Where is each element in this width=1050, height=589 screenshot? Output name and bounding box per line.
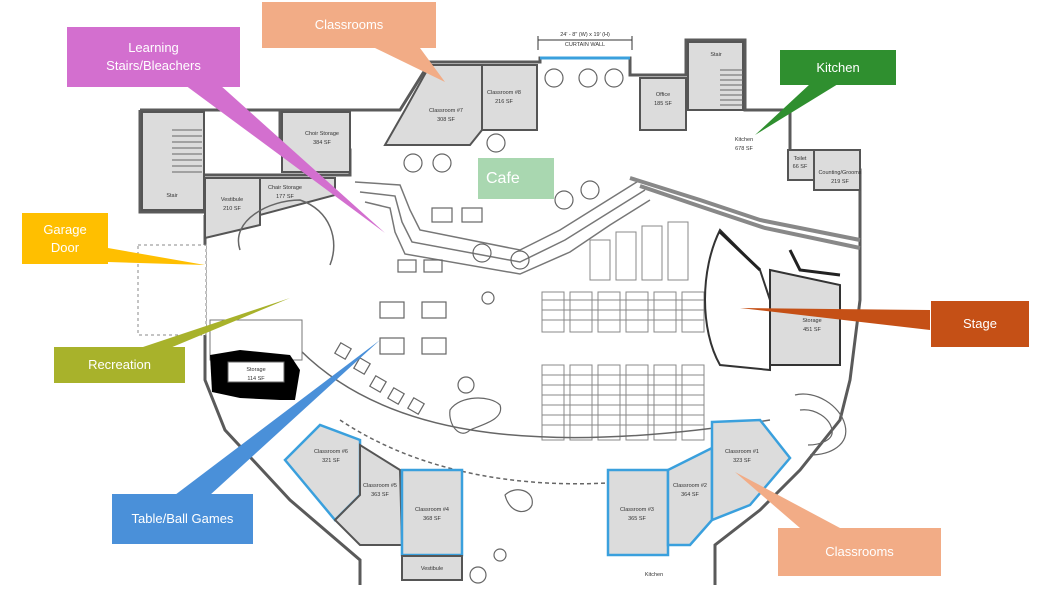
classroom-3-room <box>606 468 670 557</box>
game-tables <box>333 341 533 513</box>
chair-storage-name: Chair Storage <box>268 185 302 191</box>
seating-rows <box>541 221 705 441</box>
stage-area <box>704 228 841 372</box>
classrooms-top-label: Classrooms <box>262 2 436 48</box>
stage-label: Stage <box>931 301 1029 347</box>
classroom-4-area: 368 SF <box>423 516 441 522</box>
pointer-table-games <box>175 340 380 495</box>
storage-stage-name: Storage <box>802 318 821 324</box>
stair-top-treads <box>720 69 743 106</box>
vestibule-left-area: 210 SF <box>223 206 241 212</box>
pointer-learning-stairs <box>185 85 385 233</box>
classroom-7-room <box>383 64 483 146</box>
curtain-wall <box>537 36 633 60</box>
kitchen-name: Kitchen <box>735 137 753 143</box>
toilet-area: 66 SF <box>793 164 808 170</box>
classrooms-bottom-label: Classrooms <box>778 528 941 576</box>
table-ball-games-label: Table/Ball Games <box>112 494 253 544</box>
kitchen-area: 678 SF <box>735 146 753 152</box>
stair-left-treads <box>172 129 202 173</box>
pointer-classrooms-bottom <box>735 472 840 528</box>
vestibule-left-name: Vestibule <box>221 197 243 203</box>
classroom-5-room <box>333 443 404 546</box>
classroom-7-area: 308 SF <box>437 117 455 123</box>
stair-top-room <box>687 41 744 111</box>
toilet-name: Toilet <box>794 156 807 162</box>
counting-name: Counting/Grooms <box>818 170 861 176</box>
classroom-8-room <box>481 64 538 131</box>
classroom-1-room <box>710 418 792 522</box>
bottom-classrooms <box>283 418 792 581</box>
curtain-wall-label: CURTAIN WALL <box>565 42 605 48</box>
storage-stage-room <box>769 268 841 366</box>
cafe-tables <box>379 68 624 584</box>
classroom-5-name: Classroom #5 <box>363 483 397 489</box>
pointer-recreation <box>140 298 290 348</box>
pointer-kitchen <box>755 84 838 135</box>
classroom-8-name: Classroom #8 <box>487 90 521 96</box>
classroom-4-name: Classroom #4 <box>415 507 449 513</box>
classroom-2-area: 364 SF <box>681 492 699 498</box>
classroom-5-area: 363 SF <box>371 492 389 498</box>
classroom-1-area: 323 SF <box>733 458 751 464</box>
classroom-3-name: Classroom #3 <box>620 507 654 513</box>
pointer-classrooms-top <box>375 48 445 82</box>
classroom-7-name: Classroom #7 <box>429 108 463 114</box>
pointer-garage <box>108 248 205 265</box>
vestibule-left-room <box>204 177 261 240</box>
plan-labels: 24' - 8" (W) x 19' (H) CURTAIN WALL Clas… <box>166 32 861 578</box>
counting-area: 219 SF <box>831 179 849 185</box>
curtain-wall-dim: 24' - 8" (W) x 19' (H) <box>560 32 610 38</box>
learning-stairs <box>354 179 651 275</box>
cafe-label: Cafe <box>478 158 554 199</box>
spiral-stair <box>794 393 847 456</box>
callout-pointers <box>108 48 930 528</box>
toilet-room <box>787 149 815 181</box>
office-area: 185 SF <box>654 101 672 107</box>
classroom-1-name: Classroom #1 <box>725 449 759 455</box>
learning-stairs-label: Learning Stairs/Bleachers <box>67 27 240 87</box>
storage-stage-area: 451 SF <box>803 327 821 333</box>
kitchen-bottom-label: Kitchen <box>645 572 663 578</box>
classroom-6-name: Classroom #6 <box>314 449 348 455</box>
classroom-2-name: Classroom #2 <box>673 483 707 489</box>
classroom-3-area: 365 SF <box>628 516 646 522</box>
office-name: Office <box>656 92 670 98</box>
bleacher-band <box>629 176 861 250</box>
stair-left-label: Stair <box>166 193 177 199</box>
choir-storage-area: 384 SF <box>313 140 331 146</box>
classroom-8-area: 216 SF <box>495 99 513 105</box>
chair-storage-area: 177 SF <box>276 194 294 200</box>
pointer-stage <box>740 308 930 330</box>
storage-left-area: 114 SF <box>247 376 265 382</box>
vestibule-bottom-label: Vestibule <box>421 566 443 572</box>
storage-left-name: Storage <box>246 367 265 373</box>
kitchen-label: Kitchen <box>780 50 896 85</box>
garage-door-label: Garage Door <box>22 213 108 264</box>
classroom-6-area: 321 SF <box>322 458 340 464</box>
stair-left-room <box>141 111 205 211</box>
vestibule-bottom-room <box>401 555 463 581</box>
office-room <box>639 77 687 131</box>
recreation-label: Recreation <box>54 347 185 383</box>
stair-top-label: Stair <box>710 52 721 58</box>
classroom-2-room <box>666 445 714 547</box>
counting-room <box>813 149 861 191</box>
choir-storage-name: Choir Storage <box>305 131 339 137</box>
